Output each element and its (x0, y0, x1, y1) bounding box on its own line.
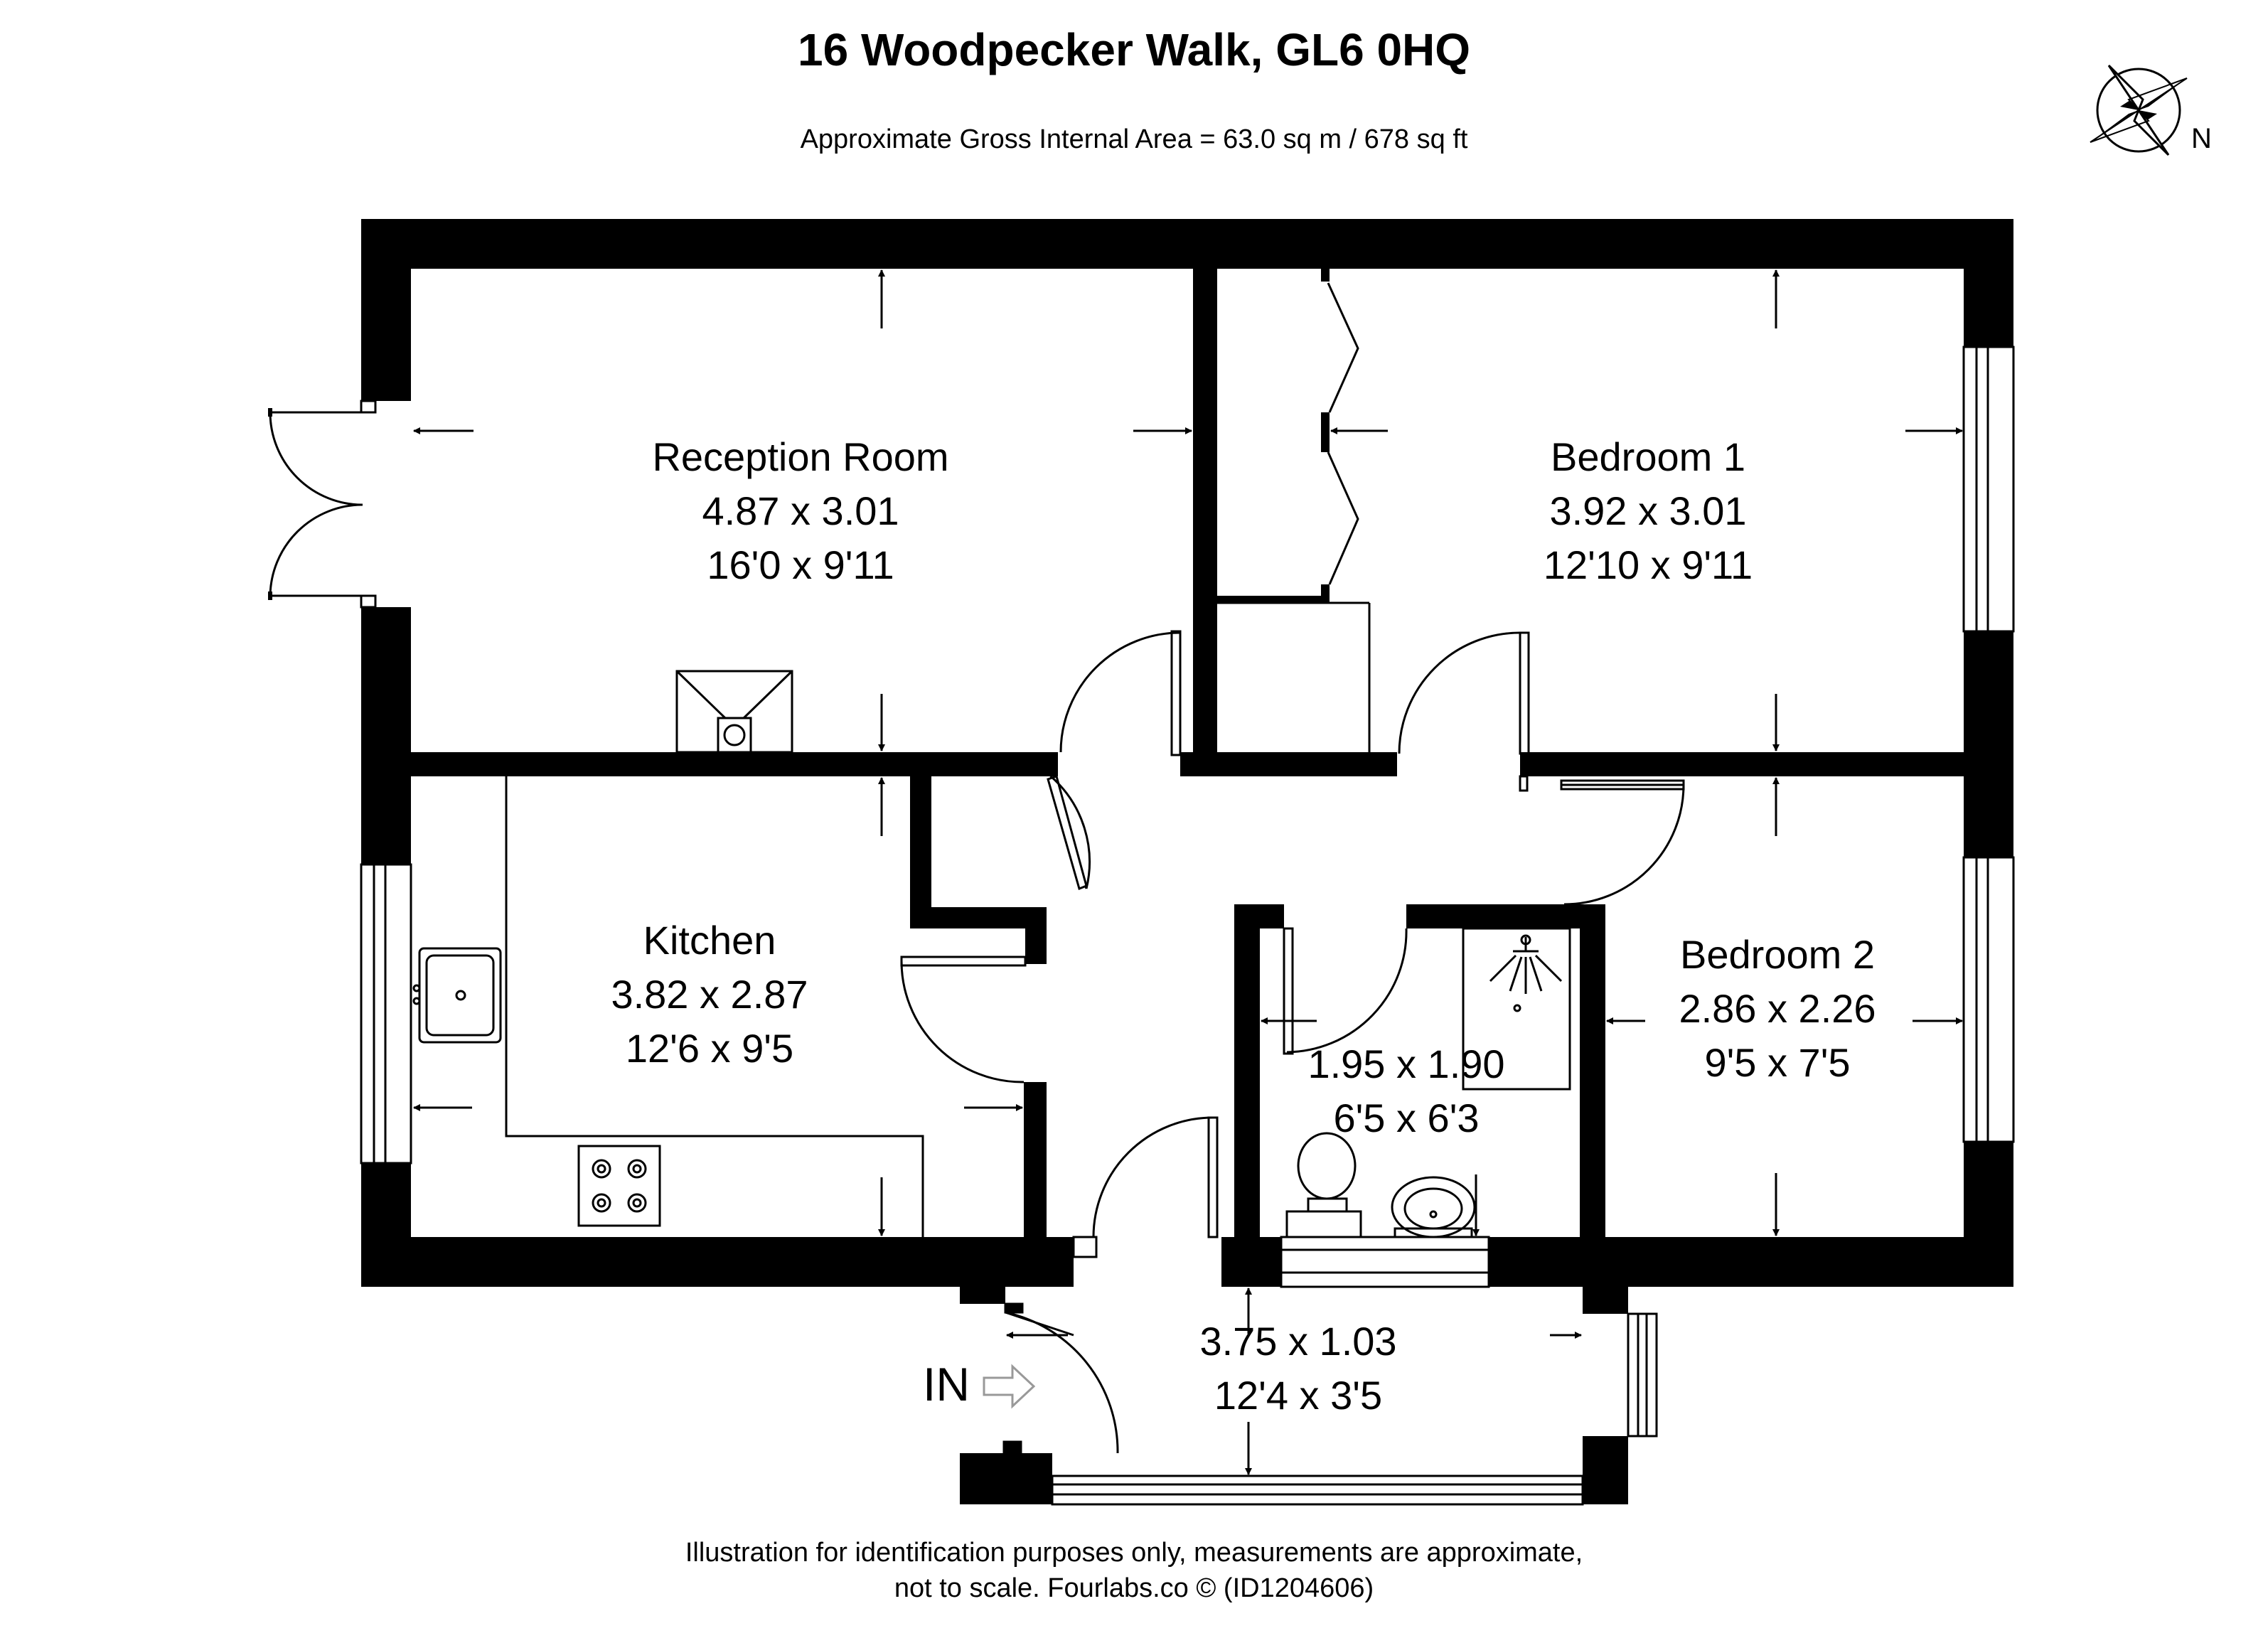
footer-disclaimer-line2: not to scale. Fourlabs.co © (ID1204606) (894, 1573, 1374, 1603)
doors (268, 282, 1685, 1455)
room-name: Kitchen (643, 918, 776, 963)
footer-disclaimer-line1: Illustration for identification purposes… (685, 1538, 1583, 1568)
room-name: Bedroom 2 (1680, 932, 1875, 977)
room-imperial: 12'10 x 9'11 (1544, 542, 1753, 587)
fixtures (412, 670, 1571, 1238)
room-metric: 3.92 x 3.01 (1549, 488, 1746, 533)
entrance-label: IN (923, 1358, 970, 1410)
room-name: Bedroom 1 (1551, 434, 1745, 479)
room-name: Reception Room (652, 434, 948, 479)
room-imperial: 12'4 x 3'5 (1214, 1373, 1382, 1418)
page-title: 16 Woodpecker Walk, GL6 0HQ (798, 24, 1470, 75)
room-bedroom1: Bedroom 1 3.92 x 3.01 12'10 x 9'11 (1544, 434, 1753, 587)
room-metric: 1.95 x 1.90 (1307, 1042, 1504, 1086)
room-imperial: 6'5 x 6'3 (1333, 1096, 1479, 1140)
walls (361, 219, 2013, 1504)
compass-rose-icon (2090, 64, 2188, 156)
entrance-arrow-icon (983, 1364, 1036, 1409)
area-subtitle: Approximate Gross Internal Area = 63.0 s… (801, 124, 1468, 154)
room-porch: 3.75 x 1.03 12'4 x 3'5 (1199, 1319, 1396, 1418)
room-imperial: 12'6 x 9'5 (626, 1026, 793, 1071)
dimension-arrows (413, 269, 1963, 1475)
room-metric: 4.87 x 3.01 (702, 488, 899, 533)
room-imperial: 16'0 x 9'11 (707, 542, 894, 587)
room-metric: 3.75 x 1.03 (1199, 1319, 1396, 1364)
room-bedroom2: Bedroom 2 2.86 x 2.26 9'5 x 7'5 (1679, 932, 1876, 1085)
room-metric: 2.86 x 2.26 (1679, 986, 1876, 1031)
north-label: N (2191, 123, 2212, 154)
windows (360, 346, 2015, 1506)
room-metric: 3.82 x 2.87 (611, 972, 808, 1017)
room-bathroom: 1.95 x 1.90 6'5 x 6'3 (1307, 1042, 1504, 1140)
room-imperial: 9'5 x 7'5 (1704, 1040, 1850, 1085)
room-kitchen: Kitchen 3.82 x 2.87 12'6 x 9'5 (611, 918, 808, 1071)
room-reception: Reception Room 4.87 x 3.01 16'0 x 9'11 (652, 434, 948, 587)
